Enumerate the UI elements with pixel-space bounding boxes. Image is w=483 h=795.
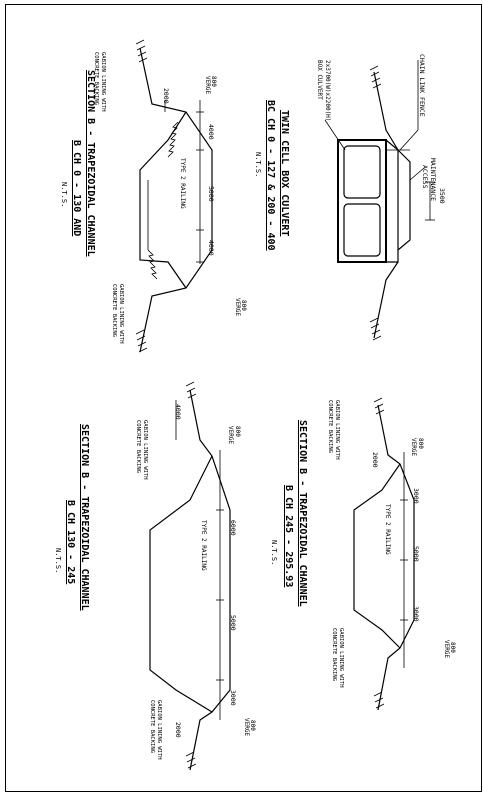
section-c-ground <box>189 389 231 771</box>
box-culvert-cell-2 <box>343 203 381 257</box>
section-b-dim-2000: 2000 <box>371 452 379 468</box>
section-b-title: SECTION B - TRAPEZOIDAL CHANNEL <box>297 420 308 607</box>
section-a-title: SECTION B - TRAPEZOIDAL CHANNEL <box>85 70 96 257</box>
section-a-dim-5000: 5000 <box>207 186 215 202</box>
maintenance-label: MAINTENANCE <box>429 158 437 201</box>
section-c-verge-left: VERGE <box>227 426 234 444</box>
section-b-dim-3000-a: 3000 <box>412 488 420 504</box>
section-c-hatch-top <box>185 381 197 399</box>
section-a-ground <box>139 47 213 353</box>
section-b-gabion-right-2: CONCRETE BACKING <box>331 628 337 681</box>
section-a-hatch-bottom <box>135 329 148 353</box>
culvert-title: TWIN CELL BOX CULVERT <box>279 110 290 236</box>
section-c-gabion-left-2: CONCRETE BACKING <box>135 420 141 473</box>
section-b-dim-800-left: 800 <box>417 438 424 449</box>
dim-3500: 3500 <box>438 188 446 204</box>
culvert-subtitle: BC CH 0 - 127 & 200 - 400 <box>265 100 276 251</box>
maintenance-access-slab <box>397 149 411 251</box>
chain-fence-label: CHAIN LINK FENCE <box>418 54 426 117</box>
section-b-gabion-left-2: CONCRETE BACKING <box>327 400 333 453</box>
section-c-hatch-bottom <box>185 751 197 769</box>
section-b-dim-5000: 5000 <box>412 546 420 562</box>
section-a-gabion-left-2: CONCRETE BACKING <box>93 52 99 105</box>
section-c-gabion-right-2: CONCRETE BACKING <box>149 700 155 753</box>
section-c-verge-right: VERGE <box>243 718 250 736</box>
section-a-railing: TYPE 2 RAILING <box>179 158 186 209</box>
section-a-gabion-right-2: CONCRETE BACKING <box>111 284 117 337</box>
box-type-label: BOX CULVERT <box>316 60 323 100</box>
section-c-drawing <box>149 381 231 771</box>
section-c-railing: TYPE 2 RAILING <box>200 520 207 571</box>
section-c-dim-800-right: 800 <box>249 720 256 731</box>
section-a-gabion-right-1: GABION LINING WITH <box>118 284 124 344</box>
section-b-ground <box>377 404 415 711</box>
section-b-dim-800-right: 800 <box>449 642 456 653</box>
section-a-dim-4000-a: 4000 <box>207 124 215 140</box>
culvert-ground-hatch-bottom <box>369 317 382 341</box>
section-a-hatch-top <box>135 39 148 63</box>
section-a-gabion-left-1: GABION LINING WITH <box>100 52 106 112</box>
section-a-dim-800-right: 800 <box>240 300 247 311</box>
culvert-nts: N.T.S. <box>254 152 262 177</box>
section-b-drawing <box>353 397 415 711</box>
section-a-verge-left: VERGE <box>204 76 211 94</box>
section-a-drawing <box>135 39 213 353</box>
section-c-dim-800-left: 800 <box>234 426 241 437</box>
section-b-hatch-top <box>373 397 385 415</box>
section-b-subtitle: B CH 245 - 295.93 <box>283 485 294 587</box>
chain-fence-arrow <box>399 129 419 151</box>
section-b-gabion-right-1: GABION LINING WITH <box>338 628 344 688</box>
section-a-channel-inner <box>139 111 187 289</box>
section-a-dim-4000-b: 4000 <box>207 240 215 256</box>
section-b-verge-right: VERGE <box>443 640 450 658</box>
culvert-deck <box>385 139 399 263</box>
section-a-dim-800-left: 800 <box>210 76 217 87</box>
box-culvert-outline <box>337 139 387 263</box>
section-c-gabion-right-1: GABION LINING WITH <box>156 700 162 760</box>
section-c-dim-2000: 2000 <box>174 722 182 738</box>
section-a-gabion-right <box>147 249 158 280</box>
box-size-label: 2x3700(W)x2200(H) <box>324 60 331 121</box>
section-b-channel <box>353 463 401 649</box>
section-c-dim-6000: 6000 <box>229 520 237 536</box>
section-c-dim-3000: 3000 <box>229 690 237 706</box>
access-label: ACCESS <box>421 165 429 189</box>
section-c-dim-5000: 5000 <box>229 615 237 631</box>
culvert-ground-hatch-top <box>369 65 382 89</box>
culvert-drawing <box>324 60 435 341</box>
section-c-title: SECTION B - TRAPEZOIDAL CHANNEL <box>79 424 90 611</box>
section-c-nts: N.T.S. <box>54 548 62 573</box>
section-a-gabion-left <box>147 121 179 250</box>
section-c-subtitle: B CH 130 - 245 <box>65 500 76 584</box>
section-b-gabion-left-1: GABION LINING WITH <box>334 400 340 460</box>
section-a-verge-right: VERGE <box>234 298 241 316</box>
section-c-gabion-left-1: GABION LINING WITH <box>142 420 148 480</box>
culvert-ground-bottom <box>373 261 399 339</box>
section-b-hatch-bottom <box>373 691 385 709</box>
section-c-dim-4000: 4000 <box>174 404 182 420</box>
culvert-ground-top <box>373 71 399 151</box>
section-c-channel <box>149 455 213 713</box>
section-b-railing: TYPE 2 RAILING <box>384 504 391 555</box>
section-b-verge-left: VERGE <box>410 438 417 456</box>
box-label-leader <box>324 119 346 151</box>
drawing-border <box>5 4 482 792</box>
section-a-subtitle: B CH 0 - 130 AND <box>71 140 82 236</box>
box-culvert-cell-1 <box>343 145 381 199</box>
section-a-nts: N.T.S. <box>60 182 68 207</box>
section-b-dim-3000-b: 3000 <box>412 606 420 622</box>
section-b-nts: N.T.S. <box>270 540 278 565</box>
section-a-dim-2000: 2000 <box>162 88 170 104</box>
maintenance-leader <box>409 167 425 181</box>
